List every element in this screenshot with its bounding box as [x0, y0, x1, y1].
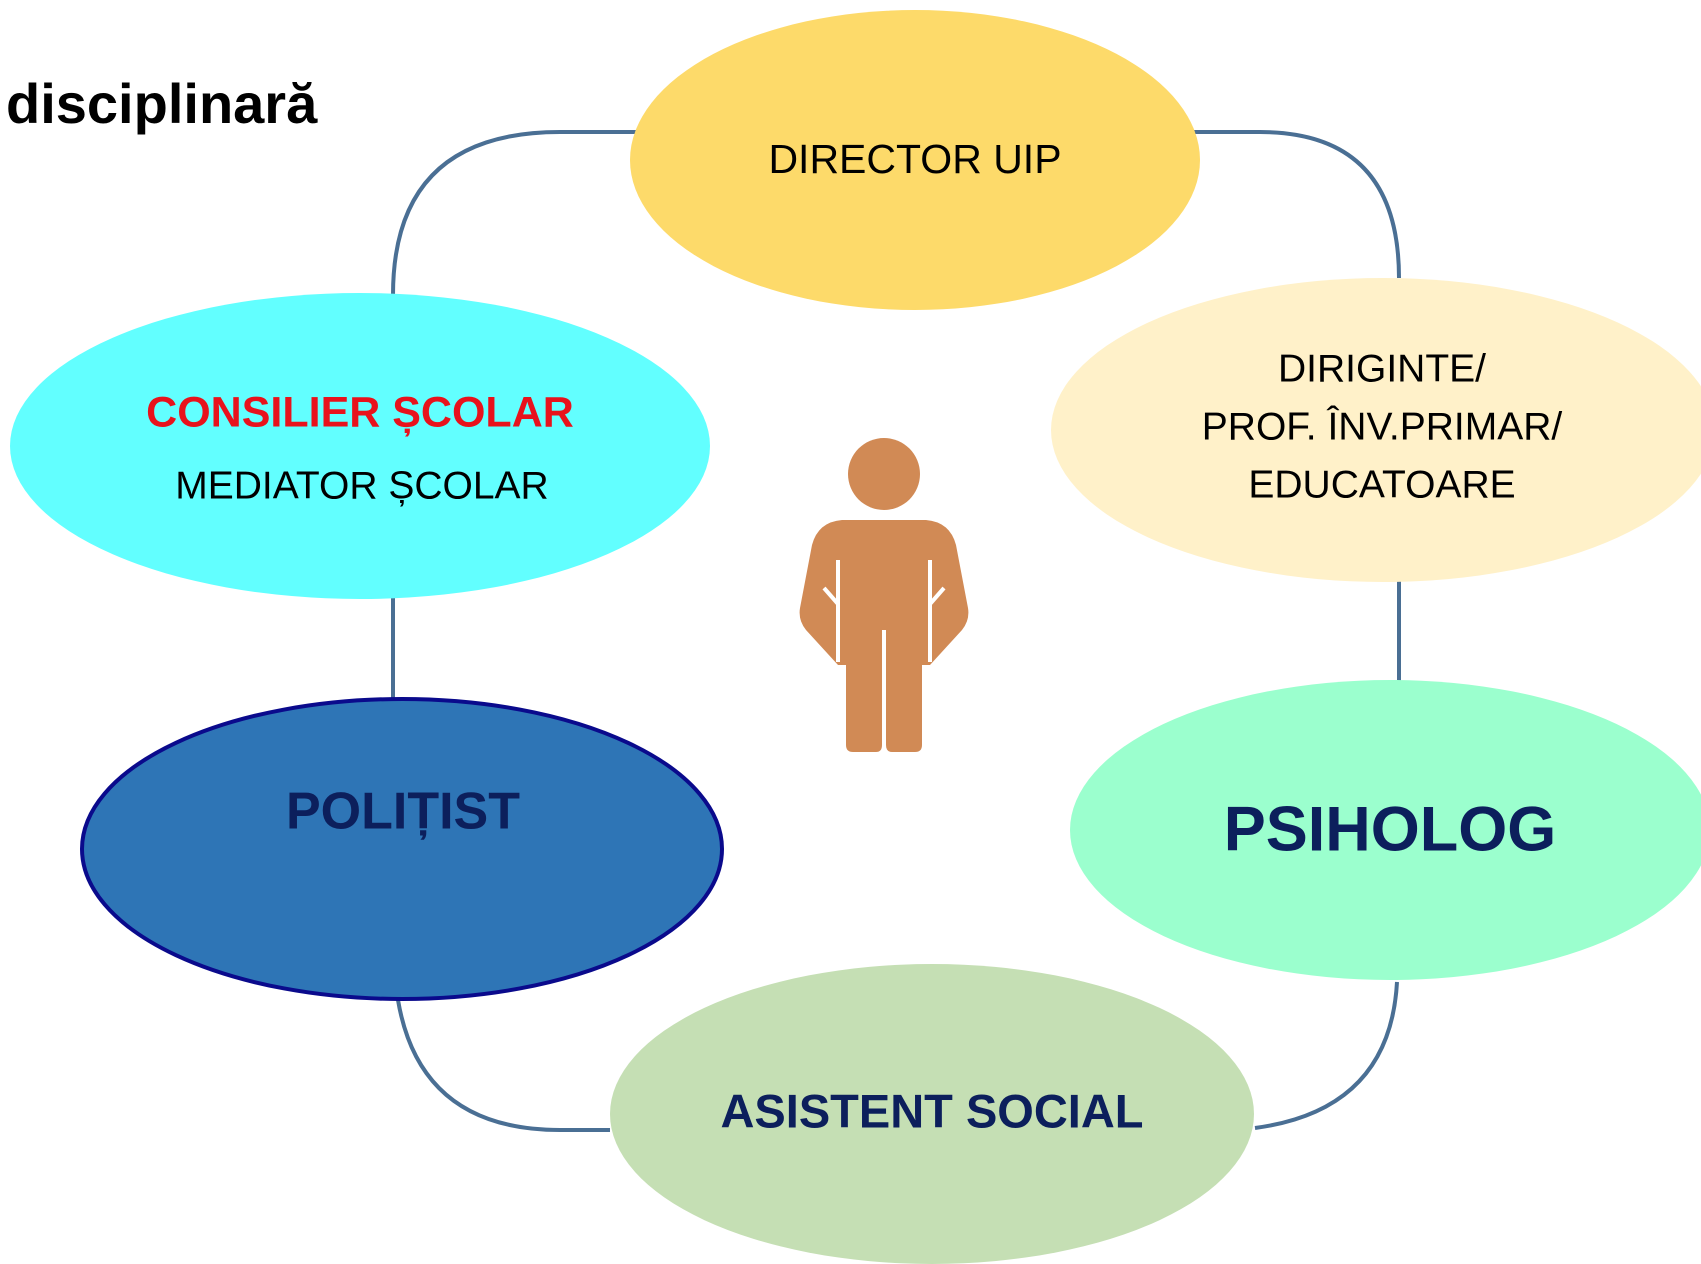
node-director-uip-label: DIRECTOR UIP — [768, 136, 1061, 182]
node-mediator-scolar-label: MEDIATOR ȘCOLAR — [175, 464, 548, 507]
connector-psiholog-to-asistent — [1254, 981, 1399, 1130]
node-diriginte: DIRIGINTE/ PROF. ÎNV.PRIMAR/ EDUCATOARE — [1051, 278, 1701, 582]
connector-director-to-consilier — [391, 130, 636, 296]
node-diriginte-line-1: DIRIGINTE/ — [1278, 347, 1486, 390]
node-politist-label: POLIȚIST — [286, 783, 520, 841]
person-icon — [799, 438, 969, 752]
node-psiholog-label: PSIHOLOG — [1224, 795, 1557, 865]
node-director-uip: DIRECTOR UIP — [630, 10, 1200, 310]
heading: disciplinară — [6, 72, 318, 135]
connector-politist-to-asistent — [396, 999, 610, 1132]
connector-ring — [391, 130, 1401, 1132]
connector-director-to-diriginte — [1192, 130, 1401, 279]
node-diriginte-line-2: PROF. ÎNV.PRIMAR/ — [1202, 405, 1563, 448]
node-asistent-social-label: ASISTENT SOCIAL — [720, 1084, 1143, 1137]
node-consilier-scolar: CONSILIER ȘCOLAR MEDIATOR ȘCOLAR — [10, 293, 710, 599]
node-asistent-social: ASISTENT SOCIAL — [610, 964, 1254, 1264]
node-consilier-scolar-title: CONSILIER ȘCOLAR — [146, 388, 574, 436]
node-politist: POLIȚIST — [80, 697, 724, 1001]
node-psiholog: PSIHOLOG — [1070, 680, 1701, 980]
node-diriginte-line-3: EDUCATOARE — [1248, 463, 1515, 506]
